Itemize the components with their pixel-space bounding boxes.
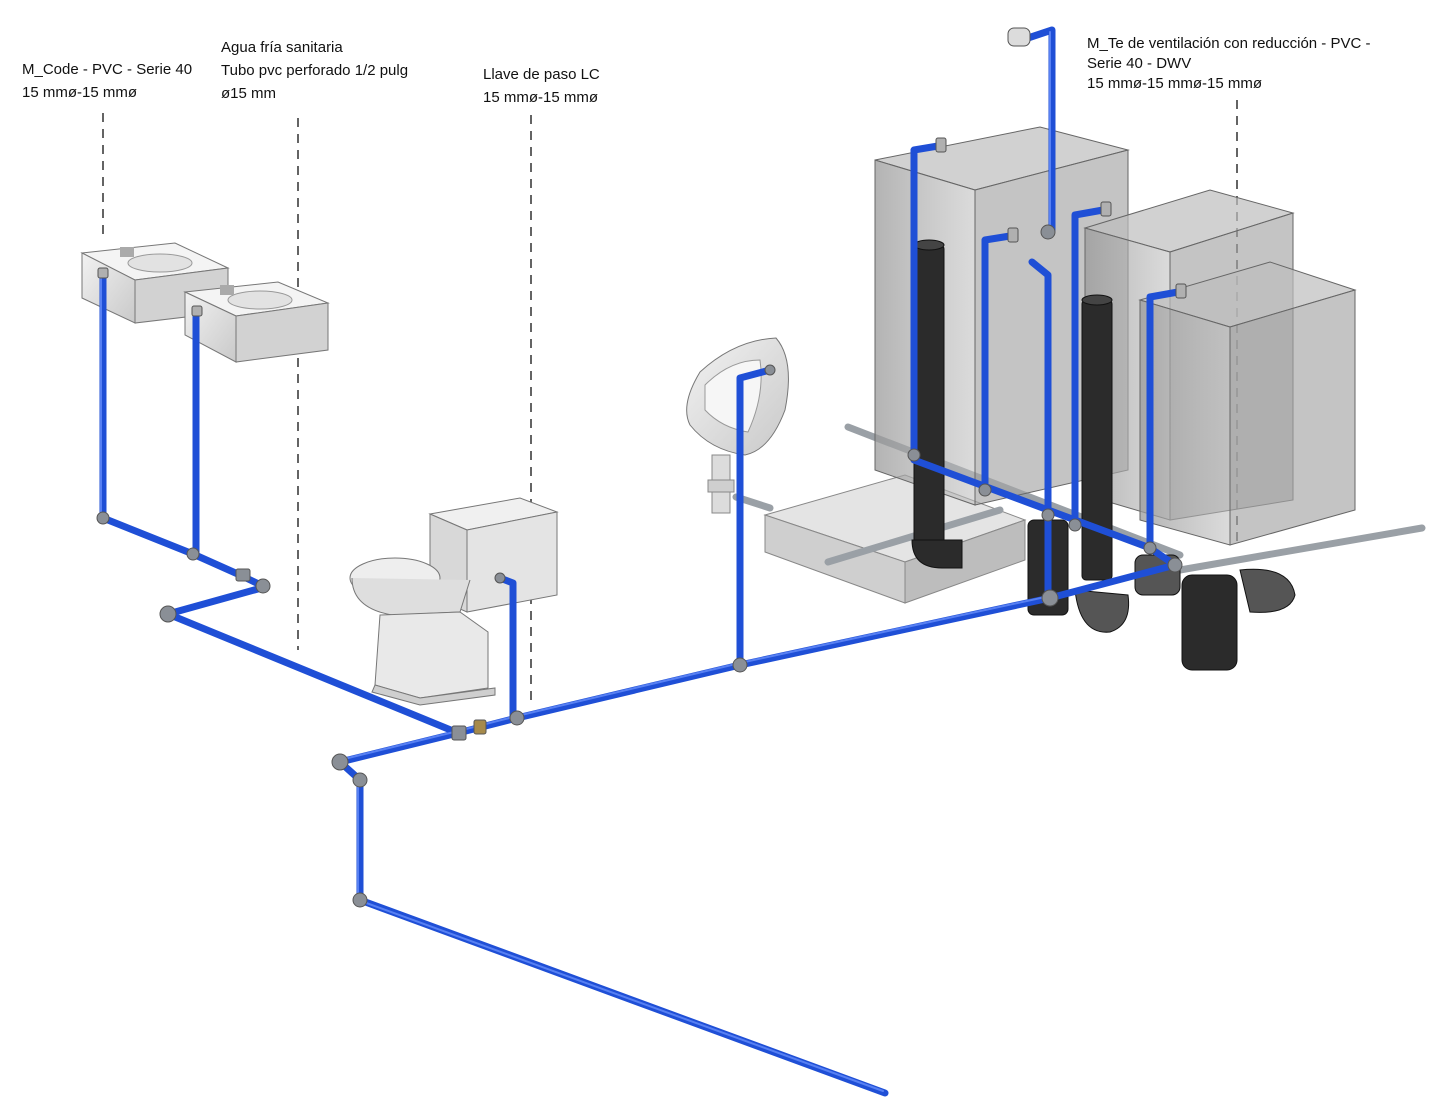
label-agua-line-2: Tubo pvc perforado 1/2 pulg bbox=[221, 62, 409, 79]
toilet bbox=[349, 497, 559, 706]
label-code-line-2: 15 mmø-15 mmø bbox=[22, 84, 138, 101]
cabinet-3 bbox=[1138, 261, 1357, 546]
lavatory-1 bbox=[80, 242, 230, 324]
pipe-urinal bbox=[736, 366, 774, 669]
label-llave-line-2: 15 mmø-15 mmø bbox=[483, 89, 599, 106]
label-llave-paso: Llave de paso LC 15 mmø-15 mmø bbox=[483, 63, 600, 109]
label-code-line-1: M_Code - PVC - Serie 40 bbox=[22, 61, 193, 78]
pipe-service-entry bbox=[336, 758, 889, 1097]
pipe-cabinet-3 bbox=[1028, 258, 1052, 602]
label-agua-fria: Agua fría sanitaria Tubo pvc perforado 1… bbox=[221, 36, 408, 105]
label-llave-line-1: Llave de paso LC bbox=[483, 66, 600, 83]
pipe-cabinet-1 bbox=[910, 142, 942, 459]
label-code-pvc: M_Code - PVC - Serie 40 15 mmø-15 mmø bbox=[22, 58, 192, 104]
faucets bbox=[97, 137, 1187, 317]
pipe-cabinet-5 bbox=[1146, 288, 1182, 549]
pipe-fittings bbox=[96, 27, 1183, 908]
label-agua-line-3: ø15 mm bbox=[221, 85, 277, 102]
lavatory-2 bbox=[183, 281, 330, 363]
label-te-line-2: Serie 40 - DWV bbox=[1087, 55, 1192, 72]
label-te-line-3: 15 mmø-15 mmø-15 mmø bbox=[1087, 75, 1263, 92]
label-te-ventilacion: M_Te de ventilación con reducción - PVC … bbox=[1087, 34, 1370, 94]
pipe-cabinet-4 bbox=[1071, 206, 1107, 529]
label-te-line-1: M_Te de ventilación con reducción - PVC … bbox=[1087, 35, 1371, 52]
pipe-main-trunk bbox=[336, 561, 1179, 766]
label-agua-line-1: Agua fría sanitaria bbox=[221, 39, 343, 56]
pipe-cabinet-2 bbox=[981, 232, 1014, 494]
drain-stacks bbox=[911, 239, 1296, 671]
pipe-vent-riser bbox=[1024, 26, 1056, 234]
